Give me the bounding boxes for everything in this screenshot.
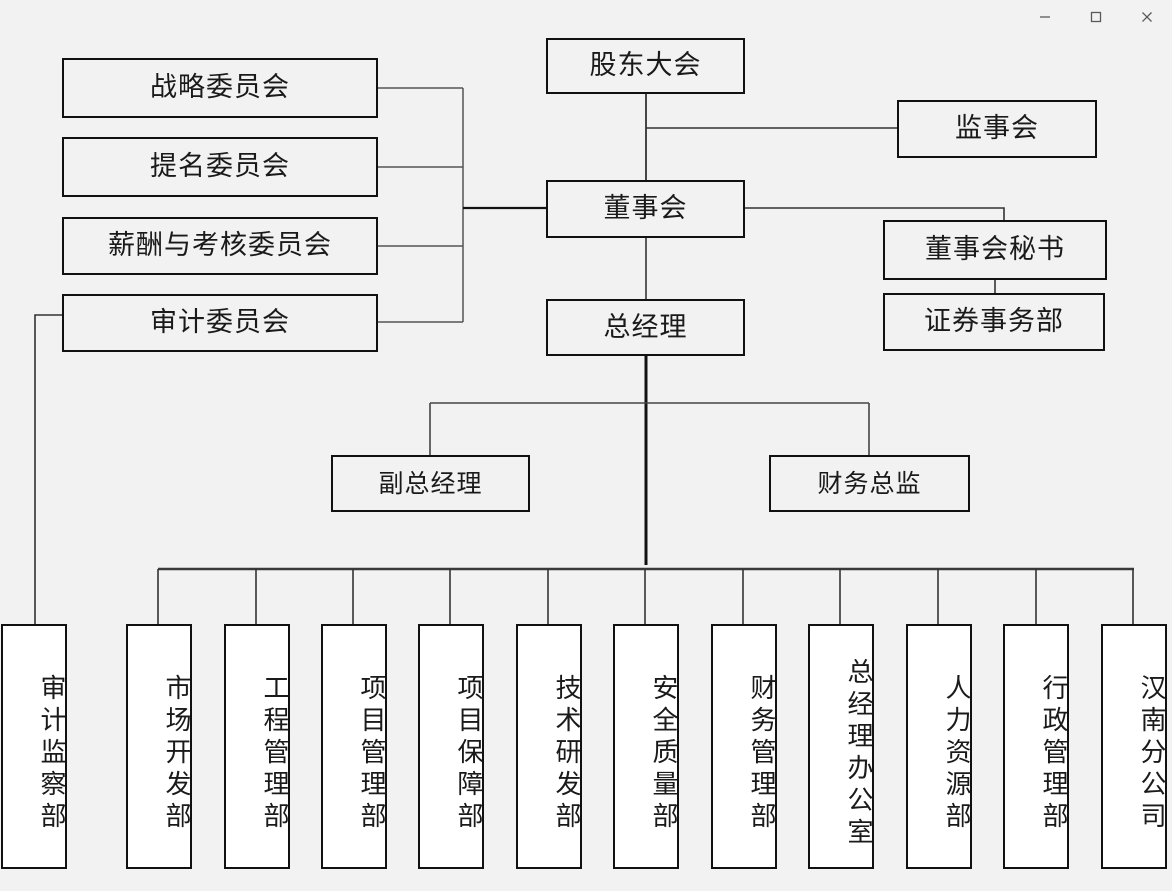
node-general-manager[interactable]: 总经理 — [546, 299, 745, 356]
node-human-resources-dept[interactable]: 人力资源部 — [906, 624, 972, 869]
node-label: 财务总监 — [817, 468, 922, 498]
node-label: 市场开发部 — [161, 673, 191, 834]
node-label: 行政管理部 — [1038, 673, 1068, 834]
minimize-icon[interactable] — [1025, 2, 1065, 32]
node-administration-dept[interactable]: 行政管理部 — [1003, 624, 1069, 869]
node-remuneration-committee[interactable]: 薪酬与考核委员会 — [62, 217, 378, 275]
node-project-support-dept[interactable]: 项目保障部 — [418, 624, 484, 869]
node-label: 总经理 — [603, 311, 688, 343]
node-engineering-management-dept[interactable]: 工程管理部 — [224, 624, 290, 869]
node-label: 安全质量部 — [648, 673, 678, 834]
node-label: 总经理办公室 — [843, 657, 873, 850]
node-market-development-dept[interactable]: 市场开发部 — [126, 624, 192, 869]
node-cfo[interactable]: 财务总监 — [769, 455, 970, 512]
node-label: 证券事务部 — [924, 306, 1064, 338]
node-strategy-committee[interactable]: 战略委员会 — [62, 58, 378, 118]
node-label: 项目保障部 — [453, 673, 483, 834]
node-label: 工程管理部 — [259, 673, 289, 834]
close-icon[interactable] — [1127, 2, 1167, 32]
node-label: 薪酬与考核委员会 — [108, 230, 332, 262]
node-shareholders-meeting[interactable]: 股东大会 — [546, 38, 745, 94]
node-finance-management-dept[interactable]: 财务管理部 — [711, 624, 777, 869]
node-label: 股东大会 — [589, 50, 702, 82]
node-hannan-branch[interactable]: 汉南分公司 — [1101, 624, 1167, 869]
node-gm-office[interactable]: 总经理办公室 — [808, 624, 874, 869]
node-label: 财务管理部 — [746, 673, 776, 834]
node-label: 提名委员会 — [150, 151, 290, 183]
node-label: 技术研发部 — [551, 673, 581, 834]
node-board-of-directors[interactable]: 董事会 — [546, 180, 745, 238]
maximize-icon[interactable] — [1076, 2, 1116, 32]
node-safety-quality-dept[interactable]: 安全质量部 — [613, 624, 679, 869]
window-controls — [1020, 0, 1172, 34]
node-label: 审计委员会 — [150, 307, 290, 339]
node-audit-supervision-dept[interactable]: 审计监察部 — [1, 624, 67, 869]
node-audit-committee[interactable]: 审计委员会 — [62, 294, 378, 352]
node-label: 汉南分公司 — [1136, 673, 1166, 834]
node-board-secretary[interactable]: 董事会秘书 — [883, 220, 1107, 280]
node-technology-rd-dept[interactable]: 技术研发部 — [516, 624, 582, 869]
node-board-of-supervisors[interactable]: 监事会 — [897, 100, 1097, 158]
node-nomination-committee[interactable]: 提名委员会 — [62, 137, 378, 197]
node-label: 副总经理 — [378, 468, 483, 498]
node-label: 战略委员会 — [150, 72, 290, 104]
node-label: 审计监察部 — [36, 673, 66, 834]
node-project-management-dept[interactable]: 项目管理部 — [321, 624, 387, 869]
node-securities-affairs-dept[interactable]: 证券事务部 — [883, 293, 1105, 351]
node-label: 董事会 — [603, 193, 688, 225]
node-label: 项目管理部 — [356, 673, 386, 834]
node-label: 监事会 — [955, 113, 1039, 145]
node-deputy-general-manager[interactable]: 副总经理 — [331, 455, 530, 512]
node-label: 董事会秘书 — [925, 234, 1065, 266]
node-label: 人力资源部 — [941, 673, 971, 834]
